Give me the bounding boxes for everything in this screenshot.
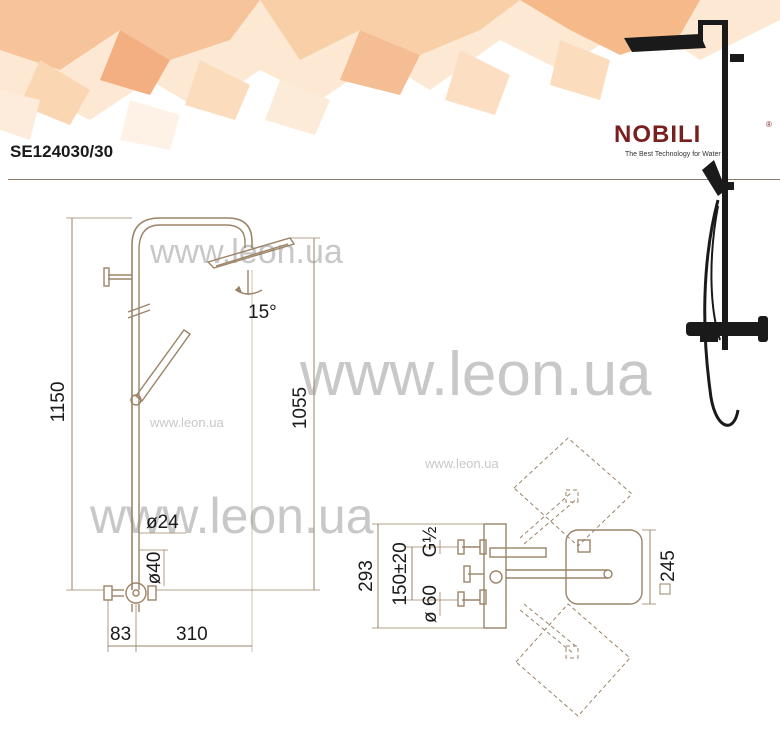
watermark-text: www.leon.ua — [89, 488, 374, 544]
dimension-depth: 293 — [356, 560, 377, 592]
brand-logo: NOBILI — [614, 121, 702, 148]
registered-mark-icon: ® — [766, 120, 772, 129]
brand-tagline: The Best Technology for Water — [625, 151, 721, 158]
dimension-arm-length: 310 — [176, 624, 208, 645]
watermark-text: www.leon.ua — [424, 456, 499, 471]
model-code: SE124030/30 — [10, 142, 114, 161]
dimension-inlet-spacing: 150±20 — [390, 542, 411, 605]
dimension-head-tilt: 15° — [248, 302, 277, 323]
product-photo — [624, 20, 768, 427]
dimension-thread: G½ — [420, 527, 441, 558]
watermark-text: www.leon.ua — [149, 415, 224, 430]
header-banner-pattern — [0, 0, 780, 180]
dimension-outlet-height: 1055 — [290, 387, 311, 429]
watermark-text: www.leon.ua — [299, 340, 652, 409]
dimension-head-size: 245 — [658, 550, 679, 582]
dimension-tube-diameter: ø24 — [146, 512, 179, 533]
dimension-flange-diameter: ø 60 — [420, 585, 441, 623]
header-divider — [8, 179, 780, 180]
dimension-total-height: 1150 — [48, 382, 69, 423]
dimension-connector-height: ø40 — [144, 552, 165, 585]
technical-drawing: www.leon.ua www.leon.ua www.leon.ua www.… — [48, 217, 679, 717]
dimension-mixer-offset: 83 — [110, 624, 131, 645]
watermark-text: www.leon.ua — [149, 233, 343, 271]
